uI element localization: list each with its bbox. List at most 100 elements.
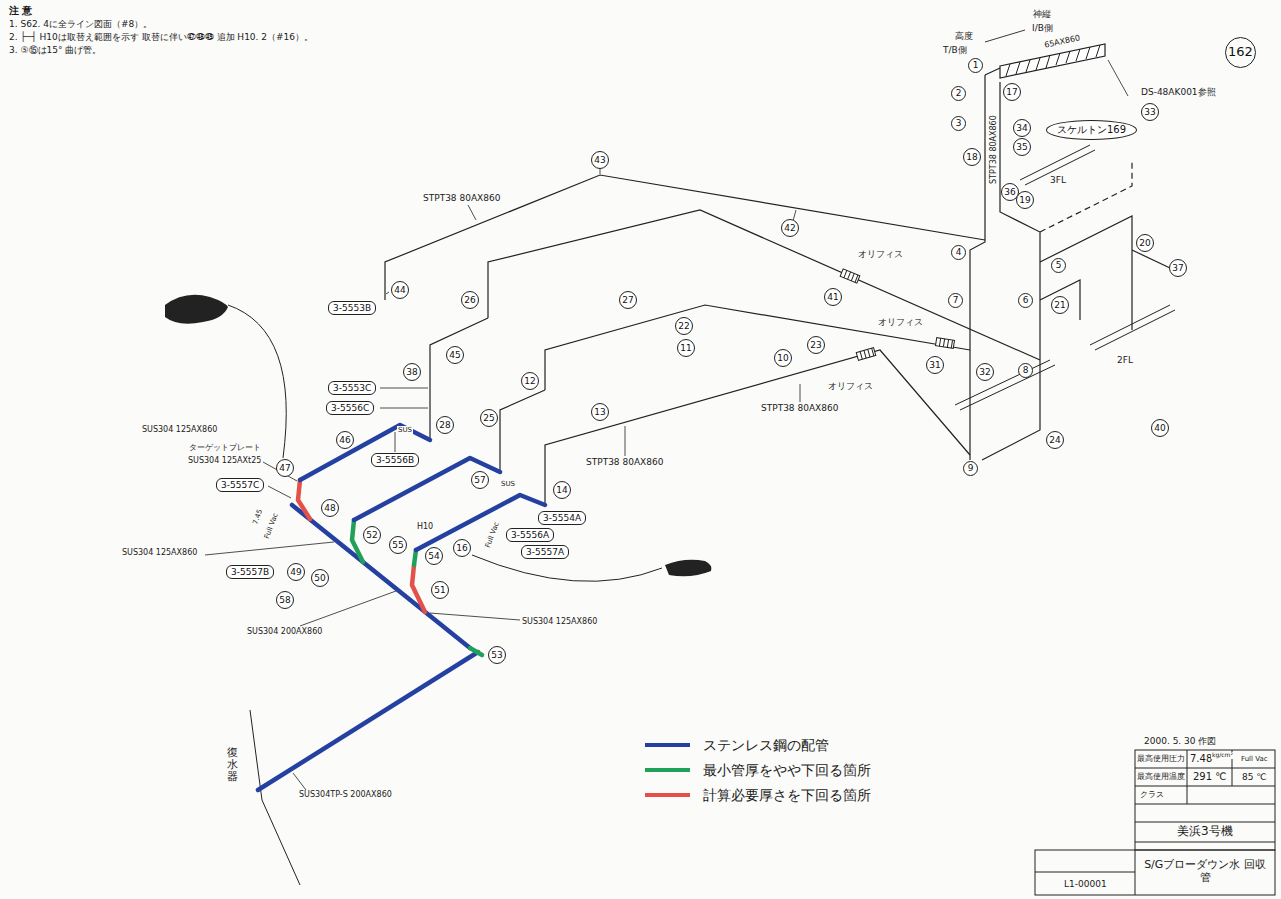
callout-number: 58 xyxy=(276,591,294,609)
callout-text: 21 xyxy=(1054,300,1065,310)
callout-text: 40 xyxy=(1154,423,1165,433)
drawing-label: SUS xyxy=(500,480,516,488)
callout-number: 4 xyxy=(951,245,966,260)
node-text: 3-5553C xyxy=(333,383,371,393)
callout-text: 4 xyxy=(956,247,962,257)
callout-number: 27 xyxy=(619,291,637,309)
title-block-text: L1-00001 xyxy=(1063,879,1108,889)
callout-text: 53 xyxy=(491,650,502,660)
node-text: スケルトン169 xyxy=(1057,124,1126,135)
drawing-label: SUS304TP-S 200AX860 xyxy=(298,790,393,799)
callout-number: 21 xyxy=(1051,296,1069,314)
note-text: 2. ├─┤ H10は取替え範囲を示す 取替に伴い㊼㊽㊾ 追加 H10. 2（#… xyxy=(8,32,314,42)
title-block-text: クラス xyxy=(1139,790,1165,799)
drawing-label: 3FL xyxy=(1049,175,1067,185)
title-block-text: 7.48 xyxy=(1189,753,1213,765)
legend-swatch xyxy=(645,793,690,797)
callout-number: 55 xyxy=(389,536,407,554)
drawing-label: 65AX860 xyxy=(1042,33,1081,50)
drawing-label: SUS304 125AX860 xyxy=(141,425,218,434)
callout-number: 18 xyxy=(963,148,981,166)
drawing-label: ターゲットプレート xyxy=(188,443,262,452)
drawing-label: I/B側 xyxy=(1031,23,1054,33)
callout-number: 7 xyxy=(948,293,963,308)
callout-text: 49 xyxy=(290,567,301,577)
note-text: 1. S62. 4に全ライン図面（#8）。 xyxy=(8,19,153,29)
callout-number: 17 xyxy=(1003,83,1021,101)
callout-number: 20 xyxy=(1136,234,1154,252)
callout-text: 28 xyxy=(439,420,450,430)
callout-text: 35 xyxy=(1016,142,1027,152)
callout-text: 57 xyxy=(474,475,485,485)
callout-text: 13 xyxy=(594,407,605,417)
callout-text: 17 xyxy=(1006,87,1017,97)
drawing-label: SUS304 125AX860 xyxy=(521,617,598,626)
callout-number: 34 xyxy=(1013,119,1031,137)
callout-number: 32 xyxy=(976,363,994,381)
callout-number: 13 xyxy=(591,403,609,421)
drawing-label: H10 xyxy=(416,522,434,531)
callout-number: 44 xyxy=(391,281,409,299)
title-block-text: 最高使用温度 xyxy=(1136,772,1186,781)
callout-text: 55 xyxy=(392,540,403,550)
callout-text: 34 xyxy=(1016,123,1027,133)
callout-text: 9 xyxy=(968,463,974,473)
callout-number: 26 xyxy=(461,291,479,309)
callout-number: 52 xyxy=(363,526,381,544)
callout-text: 31 xyxy=(929,360,940,370)
drawing-label: STPT38 80AX860 xyxy=(585,457,664,467)
title-block-text: 美浜3号機 xyxy=(1176,825,1234,839)
callout-text: 5 xyxy=(1056,260,1062,270)
legend-swatch xyxy=(645,768,690,772)
callout-text: 7 xyxy=(953,295,959,305)
callout-number: 38 xyxy=(403,363,421,381)
callout-number: 28 xyxy=(436,416,454,434)
callout-number: 49 xyxy=(287,563,305,581)
callout-text: 58 xyxy=(279,595,290,605)
callout-number: 40 xyxy=(1151,419,1169,437)
drawing-label: オリフィス xyxy=(857,249,904,259)
callout-number: 45 xyxy=(446,346,464,364)
callout-text: 48 xyxy=(324,503,335,513)
drawing-label: 7.45 xyxy=(251,507,265,526)
drawing-label: STPT38 80AX860 xyxy=(760,403,839,413)
legend-text: 計算必要厚さを下回る箇所 xyxy=(702,787,872,803)
callout-number: 3 xyxy=(951,116,966,131)
callout-text: 50 xyxy=(314,573,325,583)
title-block-text: Full Vac xyxy=(1240,755,1269,763)
title-block-text: 85 ℃ xyxy=(1241,772,1267,782)
callout-number: 25 xyxy=(480,409,498,427)
node-text: 3-5556B xyxy=(376,455,414,465)
note-text: 3. ⑤⑮は15° 曲げ管。 xyxy=(8,45,102,55)
callout-text: 22 xyxy=(678,321,689,331)
tag-box: 3-5556C xyxy=(326,401,374,415)
note-text: 注 意 xyxy=(8,5,33,17)
callout-text: 45 xyxy=(449,350,460,360)
callout-number: 35 xyxy=(1013,138,1031,156)
callout-text: 36 xyxy=(1004,187,1015,197)
callout-number: 33 xyxy=(1141,103,1159,121)
title-block-text: 2000. 5. 30 作図 xyxy=(1143,736,1217,746)
title-block-text: 291 ℃ xyxy=(1192,771,1228,783)
callout-text: 8 xyxy=(1023,365,1029,375)
sheet-number-circle: 162 xyxy=(1225,37,1256,68)
node-text: 3-5556C xyxy=(331,403,369,413)
callout-text: 25 xyxy=(483,413,494,423)
callout-number: 16 xyxy=(453,539,471,557)
callout-number: 57 xyxy=(471,471,489,489)
drawing-label: DS-48AK001参照 xyxy=(1140,87,1217,97)
title-block-text: S/Gブローダウン水 回収管 xyxy=(1139,859,1271,884)
node-text: 3-5554A xyxy=(543,513,581,523)
callout-number: 50 xyxy=(311,569,329,587)
callout-text: 11 xyxy=(680,343,691,353)
callout-text: 54 xyxy=(428,551,439,561)
callout-text: 41 xyxy=(827,292,838,302)
callout-text: 16 xyxy=(456,543,467,553)
callout-number: 10 xyxy=(774,349,792,367)
legend-text: ステンレス鋼の配管 xyxy=(702,737,830,753)
callout-number: 31 xyxy=(926,356,944,374)
callout-number: 46 xyxy=(336,431,354,449)
drawing-label: SUS304 125AXt25 xyxy=(187,456,262,465)
callout-text: 24 xyxy=(1049,435,1060,445)
